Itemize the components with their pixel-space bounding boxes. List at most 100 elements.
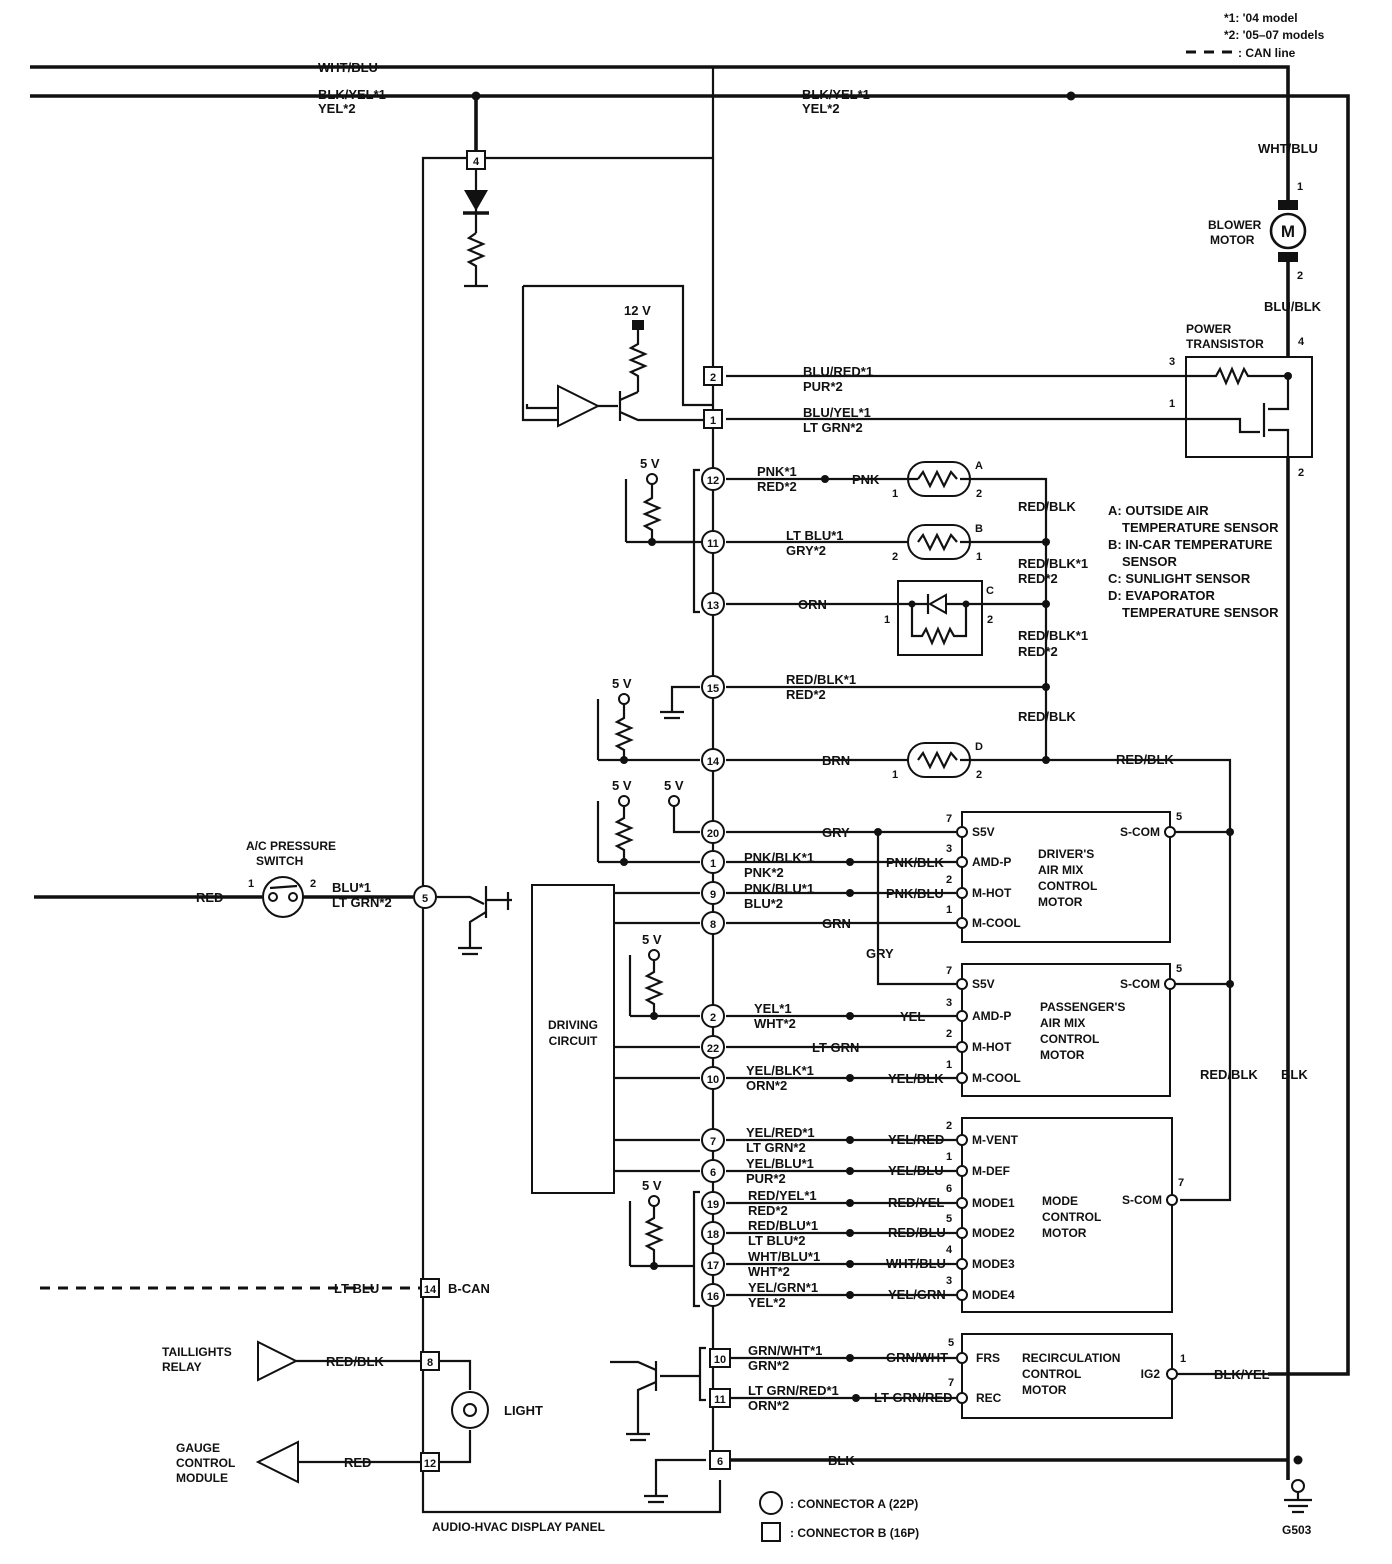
wire-label: RED/BLK*1 bbox=[1018, 556, 1088, 571]
resistor-icon bbox=[644, 960, 664, 1016]
ac-switch-label: SWITCH bbox=[256, 854, 303, 868]
svg-text:9: 9 bbox=[710, 889, 716, 901]
pin-label: 5 bbox=[1176, 963, 1182, 975]
wire-label: BLK bbox=[828, 1453, 855, 1468]
wire-label: BLK/YEL bbox=[1214, 1367, 1270, 1382]
splice bbox=[846, 1354, 854, 1362]
motor-pin-rec: REC bbox=[976, 1391, 1002, 1405]
connector-b-pin: 2 bbox=[703, 366, 723, 386]
ground-terminal bbox=[1291, 1479, 1305, 1493]
drivers-motor-box bbox=[961, 811, 1171, 943]
recirc-motor-label: RECIRCULATION bbox=[1022, 1351, 1120, 1365]
wire-label: RED/BLK bbox=[1018, 709, 1076, 724]
power-transistor-label: TRANSISTOR bbox=[1186, 337, 1264, 351]
mode-control-motor: YEL/RED*1 LT GRN*2 YEL/RED YEL/BLU*1 PUR… bbox=[614, 1117, 1184, 1313]
splice bbox=[846, 1012, 854, 1020]
wire-label: RED/BLK bbox=[1200, 1067, 1258, 1082]
passengers-motor-label: AIR MIX bbox=[1040, 1016, 1085, 1030]
splice bbox=[962, 600, 970, 608]
resistor-icon bbox=[1186, 366, 1288, 386]
supply-5v: 5 V bbox=[640, 456, 660, 471]
motor-terminal bbox=[956, 1289, 968, 1301]
wire-label-yel-2: YEL*2 bbox=[318, 101, 356, 116]
supply-5v: 5 V bbox=[612, 778, 632, 793]
resistor-icon bbox=[644, 1206, 664, 1266]
connector-legend: : CONNECTOR A (22P) : CONNECTOR B (16P) bbox=[759, 1491, 919, 1542]
wire-label: GRY bbox=[822, 825, 850, 840]
motor-pin-s-com: S-COM bbox=[1122, 1193, 1162, 1207]
resistor-icon bbox=[464, 232, 488, 288]
wire-label: PNK/BLK*1 bbox=[744, 850, 814, 865]
sensor-legend-c: C: SUNLIGHT SENSOR bbox=[1108, 571, 1251, 586]
wire-label: LT GRN*2 bbox=[332, 895, 392, 910]
taillights-relay-label: TAILLIGHTS bbox=[162, 1345, 232, 1359]
pin-label: 6 bbox=[946, 1183, 952, 1195]
motor-terminal bbox=[956, 1197, 968, 1209]
connector-a-pin: 9 bbox=[701, 881, 725, 905]
wire-label: BRN bbox=[822, 753, 850, 768]
wire-label: ORN bbox=[798, 597, 827, 612]
supply-terminal bbox=[648, 1195, 660, 1207]
sensor-c-icon bbox=[897, 580, 983, 656]
passengers-motor-box bbox=[961, 963, 1171, 1097]
wire-label-blk: BLK bbox=[1281, 1067, 1308, 1082]
wire-label: RED/YEL bbox=[888, 1195, 944, 1210]
splice bbox=[846, 1074, 854, 1082]
gauge-module-label: GAUGE bbox=[176, 1441, 220, 1455]
pin-label: 2 bbox=[946, 1028, 952, 1040]
gate-wire bbox=[1186, 417, 1260, 434]
panel-name: AUDIO-HVAC DISPLAY PANEL bbox=[432, 1520, 605, 1534]
connector-b-pin: 11 bbox=[709, 1388, 731, 1408]
splice bbox=[846, 858, 854, 866]
motor-pin-s5v: S5V bbox=[972, 825, 995, 839]
wire-label: RED*2 bbox=[1018, 644, 1058, 659]
bracket bbox=[698, 1346, 706, 1402]
connector-a-pin: 19 bbox=[701, 1191, 725, 1215]
connector-a-pin: 5 bbox=[413, 885, 437, 909]
pin-label: 2 bbox=[1298, 467, 1304, 479]
splice bbox=[908, 600, 916, 608]
pin-label: 2 bbox=[1297, 270, 1303, 282]
can-line: LT BLU B-CAN bbox=[40, 1281, 490, 1296]
svg-text:10: 10 bbox=[714, 1354, 726, 1366]
drivers-motor-label: AIR MIX bbox=[1038, 863, 1083, 877]
connector-a-pin: 2 bbox=[701, 1004, 725, 1028]
transistor-icon bbox=[619, 390, 713, 422]
wire-label: BLU*2 bbox=[744, 896, 783, 911]
motor-pin-m-hot: M-HOT bbox=[972, 886, 1012, 900]
wire bbox=[525, 404, 558, 410]
supply-terminal bbox=[632, 320, 644, 330]
motor-terminal bbox=[956, 978, 968, 990]
mode-motor-label: CONTROL bbox=[1042, 1210, 1101, 1224]
motor-icon bbox=[1269, 212, 1307, 250]
pin-label: 1 bbox=[248, 878, 254, 890]
pin-label: 7 bbox=[1178, 1177, 1184, 1189]
connector-a-pin: 16 bbox=[701, 1283, 725, 1307]
svg-text:20: 20 bbox=[707, 828, 719, 840]
wire-label: YEL/GRN bbox=[888, 1287, 946, 1302]
pin-label: 4 bbox=[1298, 336, 1305, 348]
sensor-legend-d: D: EVAPORATOR bbox=[1108, 588, 1216, 603]
motor-pin-m-vent: M-VENT bbox=[972, 1133, 1019, 1147]
passengers-air-mix-motor: 5 V YEL*1 WHT*2 YEL LT GRN YEL/BLK*1 ORN… bbox=[614, 932, 1234, 1097]
motor-pin-mode4: MODE4 bbox=[972, 1288, 1015, 1302]
svg-text:11: 11 bbox=[714, 1394, 726, 1406]
supply-12v: 12 V bbox=[624, 303, 651, 318]
connector-a-pin: 14 bbox=[701, 748, 725, 772]
supply-5v: 5 V bbox=[664, 778, 684, 793]
light-bulb-filament bbox=[463, 1403, 477, 1417]
splice bbox=[1293, 1455, 1303, 1465]
splice bbox=[1226, 828, 1234, 836]
supply-terminal bbox=[618, 795, 630, 807]
wire-label: LT BLU bbox=[334, 1281, 379, 1296]
wire-label: WHT/BLU*1 bbox=[748, 1249, 820, 1264]
wire-label-blk-yel-1: BLK/YEL*1 bbox=[318, 87, 386, 102]
svg-text:16: 16 bbox=[707, 1291, 719, 1303]
recirc-motor-label: MOTOR bbox=[1022, 1383, 1067, 1397]
switch-contact bbox=[268, 892, 278, 902]
svg-text:2: 2 bbox=[710, 372, 716, 384]
wire-label: PNK*2 bbox=[744, 865, 784, 880]
svg-text:7: 7 bbox=[710, 1136, 716, 1148]
wire-label: WHT*2 bbox=[754, 1016, 796, 1031]
